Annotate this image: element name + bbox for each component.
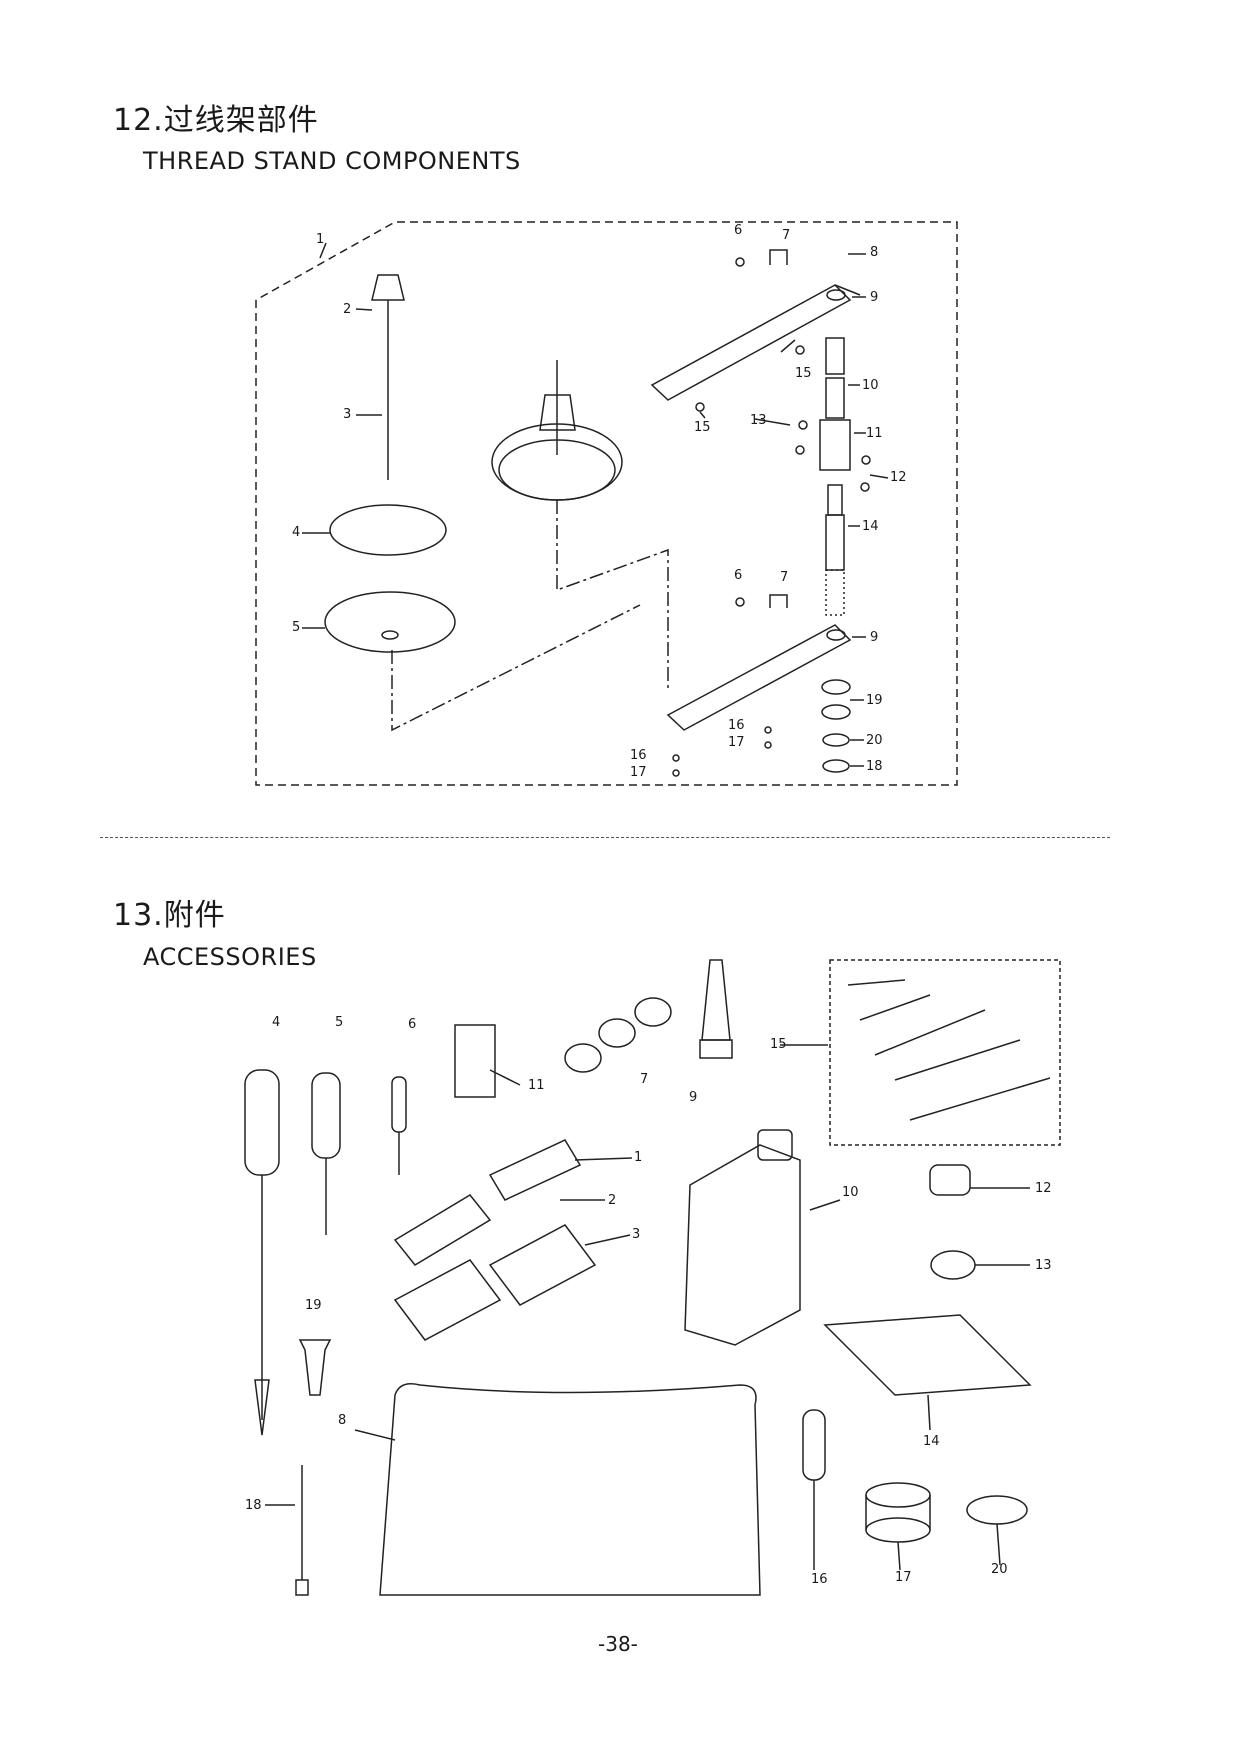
callout-13-3: 3	[632, 1227, 641, 1242]
ring-20	[966, 1495, 1028, 1525]
callout-12-14: 14	[862, 519, 879, 534]
hex-key-box	[829, 959, 1061, 1146]
tape-17	[865, 1482, 931, 1508]
washer-20	[822, 733, 850, 747]
callout-12-16a: 16	[728, 718, 745, 733]
screwdriver-4-handle	[244, 1069, 280, 1176]
knob-12	[929, 1164, 971, 1196]
callout-13-16: 16	[811, 1572, 828, 1587]
upper-arm	[650, 284, 852, 401]
spool-cone-9	[701, 959, 731, 1041]
spool-cap	[371, 274, 405, 301]
callout-13-4: 4	[272, 1015, 281, 1030]
oil-can-10	[684, 1144, 801, 1346]
screwdriver-6-handle	[391, 1076, 407, 1133]
callout-12-18: 18	[866, 759, 883, 774]
callout-12-6b: 6	[734, 568, 743, 583]
callout-13-14: 14	[923, 1434, 940, 1449]
callout-13-13: 13	[1035, 1258, 1052, 1273]
bobbin-c	[634, 997, 672, 1027]
callout-12-7b: 7	[780, 570, 789, 585]
section-13-title-cn: 13.附件	[113, 898, 226, 933]
connector-11	[819, 419, 851, 471]
callout-12-15b: 15	[694, 420, 711, 435]
callout-12-6: 6	[734, 223, 743, 238]
callout-13-20: 20	[991, 1562, 1008, 1577]
callout-12-17a: 17	[728, 735, 745, 750]
dust-cover-8	[379, 1383, 761, 1596]
screw-19	[298, 1339, 332, 1396]
callout-12-5: 5	[292, 620, 301, 635]
section-12-title-cn: 12.过线架部件	[113, 103, 319, 138]
callout-12-8: 8	[870, 245, 879, 260]
guide-block-b	[488, 1139, 582, 1201]
callout-13-1: 1	[634, 1150, 643, 1165]
callout-13-19: 19	[305, 1298, 322, 1313]
callout-12-4: 4	[292, 525, 301, 540]
washer-19b	[821, 704, 851, 720]
callout-13-15: 15	[770, 1037, 787, 1052]
card-11	[454, 1024, 496, 1098]
disc-5	[324, 591, 456, 653]
callout-13-8: 8	[338, 1413, 347, 1428]
base-block-b	[488, 1224, 597, 1306]
callout-13-9: 9	[689, 1090, 698, 1105]
callout-12-9b: 9	[870, 630, 879, 645]
section-13-title-en: ACCESSORIES	[143, 943, 317, 971]
callout-13-5: 5	[335, 1015, 344, 1030]
washer-18	[822, 759, 850, 773]
guide-block-a	[393, 1194, 492, 1266]
callout-12-11: 11	[866, 426, 883, 441]
screwdriver-5-handle	[311, 1072, 341, 1159]
base-block-a	[393, 1259, 502, 1341]
section-12-title-en: THREAD STAND COMPONENTS	[143, 147, 521, 175]
callout-12-15a: 15	[795, 366, 812, 381]
callout-13-2: 2	[608, 1193, 617, 1208]
knob-13	[930, 1250, 976, 1280]
section-separator	[100, 837, 1110, 838]
callout-13-12: 12	[1035, 1181, 1052, 1196]
callout-12-19: 19	[866, 693, 883, 708]
callout-12-20: 20	[866, 733, 883, 748]
callout-12-16b: 16	[630, 748, 647, 763]
washer-19a	[821, 679, 851, 695]
callout-13-6: 6	[408, 1017, 417, 1032]
callout-13-18: 18	[245, 1498, 262, 1513]
callout-12-12: 12	[890, 470, 907, 485]
manual-14	[823, 1314, 1032, 1396]
lower-arm	[666, 624, 852, 731]
callout-12-9: 9	[870, 290, 879, 305]
oiler-16	[802, 1409, 826, 1481]
disc-4	[329, 504, 447, 556]
upright-lower	[825, 514, 845, 571]
upright-upper	[825, 337, 845, 375]
callout-12-17b: 17	[630, 765, 647, 780]
bobbin-b	[598, 1018, 636, 1048]
callout-12-3: 3	[343, 407, 352, 422]
callout-13-7: 7	[640, 1072, 649, 1087]
callout-12-7: 7	[782, 228, 791, 243]
callout-13-10: 10	[842, 1185, 859, 1200]
callout-12-10: 10	[862, 378, 879, 393]
callout-12-13: 13	[750, 413, 767, 428]
page-number: -38-	[598, 1632, 638, 1656]
callout-12-2: 2	[343, 302, 352, 317]
callout-13-17: 17	[895, 1570, 912, 1585]
bobbin-a	[564, 1043, 602, 1073]
callout-12-1: 1	[316, 232, 325, 247]
callout-13-11: 11	[528, 1078, 545, 1093]
assembly-boundary	[255, 221, 958, 786]
